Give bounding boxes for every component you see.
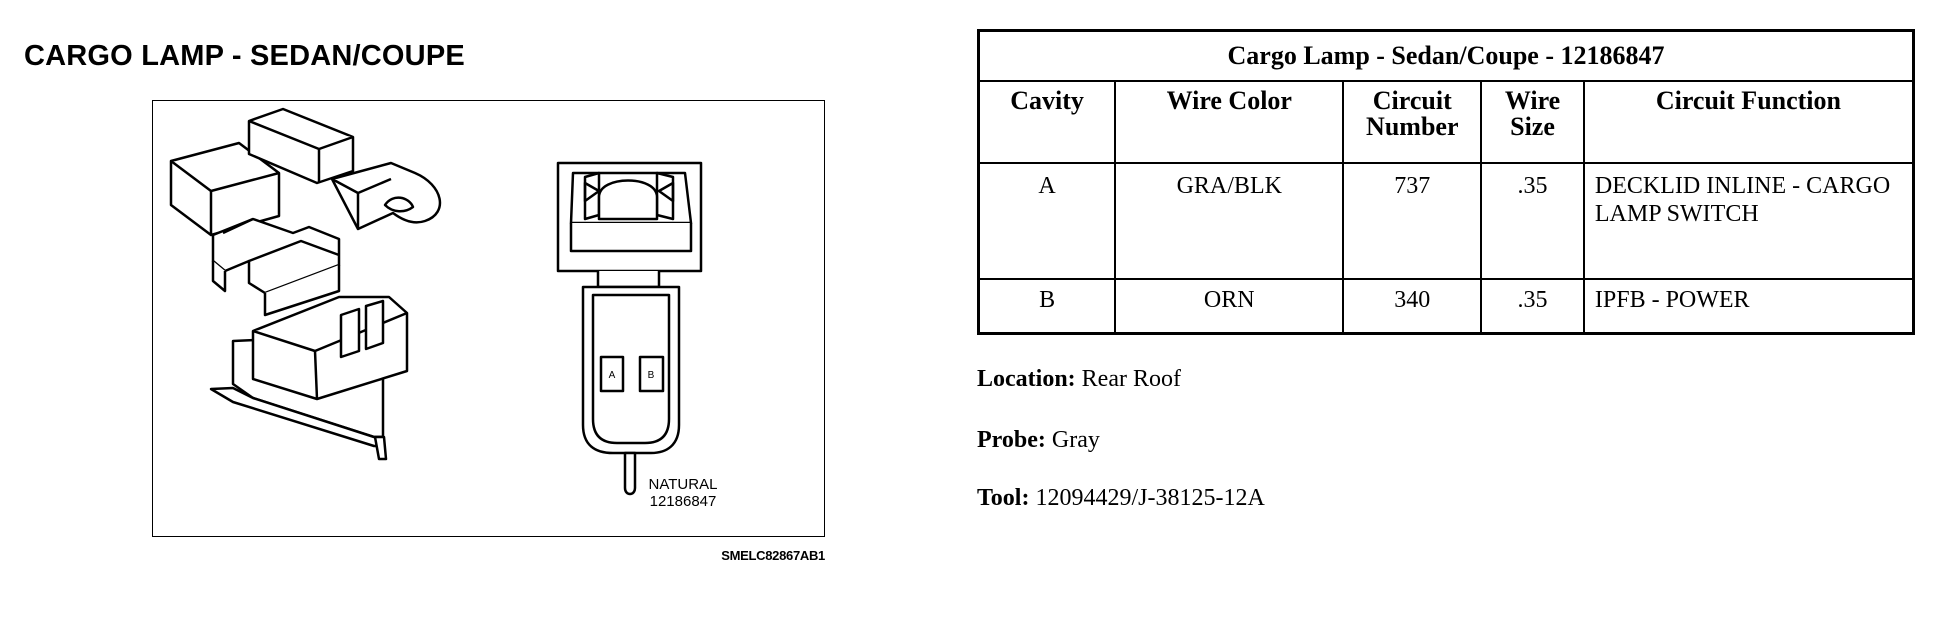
cell-circuit-function: DECKLID INLINE - CARGO LAMP SWITCH bbox=[1582, 162, 1915, 280]
location-label: Location: bbox=[977, 366, 1076, 392]
header-wire-size: Wire Size bbox=[1480, 80, 1585, 164]
cavity-label-a: A bbox=[609, 370, 616, 381]
cell-circuit-function: IPFB - POWER bbox=[1582, 278, 1915, 335]
location-line: Location: Rear Roof bbox=[977, 366, 1181, 393]
table-row: B ORN 340 .35 IPFB - POWER bbox=[977, 278, 1915, 335]
location-value: Rear Roof bbox=[1081, 366, 1181, 392]
header-circuit-number: Circuit Number bbox=[1342, 80, 1483, 164]
probe-label: Probe: bbox=[977, 427, 1046, 453]
connector-label: NATURAL 12186847 bbox=[608, 476, 758, 510]
probe-line: Probe: Gray bbox=[977, 427, 1100, 454]
table-row: A GRA/BLK 737 .35 DECKLID INLINE - CARGO… bbox=[977, 162, 1915, 280]
tool-label: Tool: bbox=[977, 485, 1030, 511]
tool-line: Tool: 12094429/J-38125-12A bbox=[977, 485, 1265, 512]
connector-isometric-view bbox=[169, 107, 442, 461]
connector-pinout-table: Cargo Lamp - Sedan/Coupe - 12186847 Cavi… bbox=[977, 29, 1915, 335]
header-wire-color: Wire Color bbox=[1114, 80, 1345, 164]
cavity-label-b: B bbox=[648, 370, 655, 381]
cell-circuit-number: 340 bbox=[1342, 278, 1483, 335]
figure-id: SMELC82867AB1 bbox=[721, 548, 825, 563]
cell-cavity: B bbox=[977, 278, 1117, 335]
header-cavity: Cavity bbox=[977, 80, 1117, 164]
table-header-row: Cavity Wire Color Circuit Number Wire Si… bbox=[977, 80, 1915, 164]
cell-wire-color: ORN bbox=[1114, 278, 1345, 335]
connector-drawing: A B bbox=[169, 107, 703, 496]
cell-wire-size: .35 bbox=[1480, 162, 1585, 280]
connector-part-number: 12186847 bbox=[649, 493, 717, 510]
connector-color: NATURAL bbox=[648, 476, 718, 493]
table-caption: Cargo Lamp - Sedan/Coupe - 12186847 bbox=[977, 29, 1915, 82]
page-title: CARGO LAMP - SEDAN/COUPE bbox=[24, 40, 465, 72]
cell-wire-color: GRA/BLK bbox=[1114, 162, 1345, 280]
cell-cavity: A bbox=[977, 162, 1117, 280]
cell-circuit-number: 737 bbox=[1342, 162, 1483, 280]
cell-wire-size: .35 bbox=[1480, 278, 1585, 335]
connector-face-view bbox=[556, 161, 703, 496]
header-circuit-function: Circuit Function bbox=[1582, 80, 1915, 164]
probe-value: Gray bbox=[1051, 427, 1100, 453]
table-caption-row: Cargo Lamp - Sedan/Coupe - 12186847 bbox=[977, 29, 1915, 82]
connector-illustration: A B bbox=[152, 100, 825, 537]
tool-value: 12094429/J-38125-12A bbox=[1035, 485, 1265, 511]
